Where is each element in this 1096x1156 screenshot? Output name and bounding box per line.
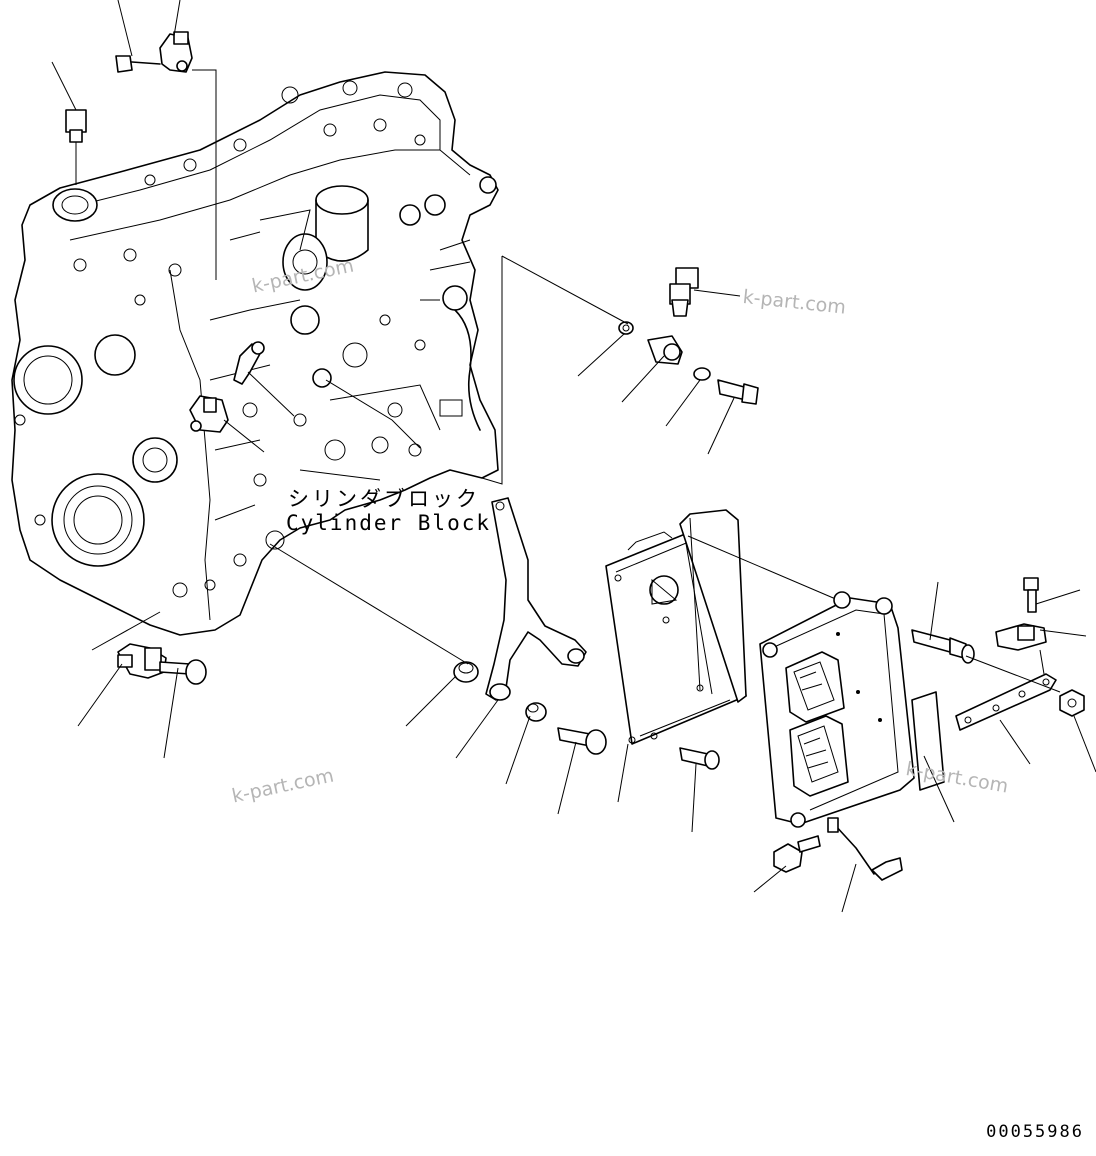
bolt-center-2: [679, 747, 720, 770]
crank-sensor-mid: [189, 395, 229, 433]
ground-strap: [955, 673, 1057, 731]
ref-line-plate: [687, 535, 839, 601]
leader-lines: [51, 0, 1096, 913]
cam-sensor-top: [159, 31, 193, 73]
bolt-center: [557, 727, 607, 755]
spacer-2: [525, 702, 547, 722]
adapter-fitting: [647, 335, 683, 365]
nut-right: [1059, 689, 1085, 717]
ecu-bolt: [911, 629, 975, 664]
cooling-plate: [605, 509, 747, 745]
banjo-bolt: [717, 379, 759, 405]
washer: [618, 321, 634, 335]
ref-line-block: [501, 255, 629, 325]
sensor-harness-line: [192, 69, 217, 280]
bolt-top: [115, 55, 161, 73]
harness-bracket: [485, 497, 587, 701]
bolt-lower-left: [159, 659, 207, 685]
pressure-sensor: [669, 267, 699, 317]
speed-sensor-lower: [117, 643, 167, 679]
cylinder-block-label-en: Cylinder Block: [286, 511, 492, 535]
ecu-controller: [759, 591, 915, 828]
washer-2: [693, 367, 711, 381]
cylinder-block: [11, 71, 499, 636]
drawing-number: 00055986: [986, 1122, 1084, 1142]
spacer-1: [453, 661, 479, 683]
cylinder-block-label-jp: シリンダブロック: [288, 487, 480, 511]
label-sheet: [911, 691, 945, 791]
ref-line-right: [965, 649, 1061, 693]
temp-sensor: [65, 109, 87, 185]
bolt-lower-right: [773, 835, 821, 873]
bolt-right-top: [1023, 577, 1039, 613]
connector-right: [995, 623, 1047, 651]
ground-wire: [827, 817, 903, 881]
